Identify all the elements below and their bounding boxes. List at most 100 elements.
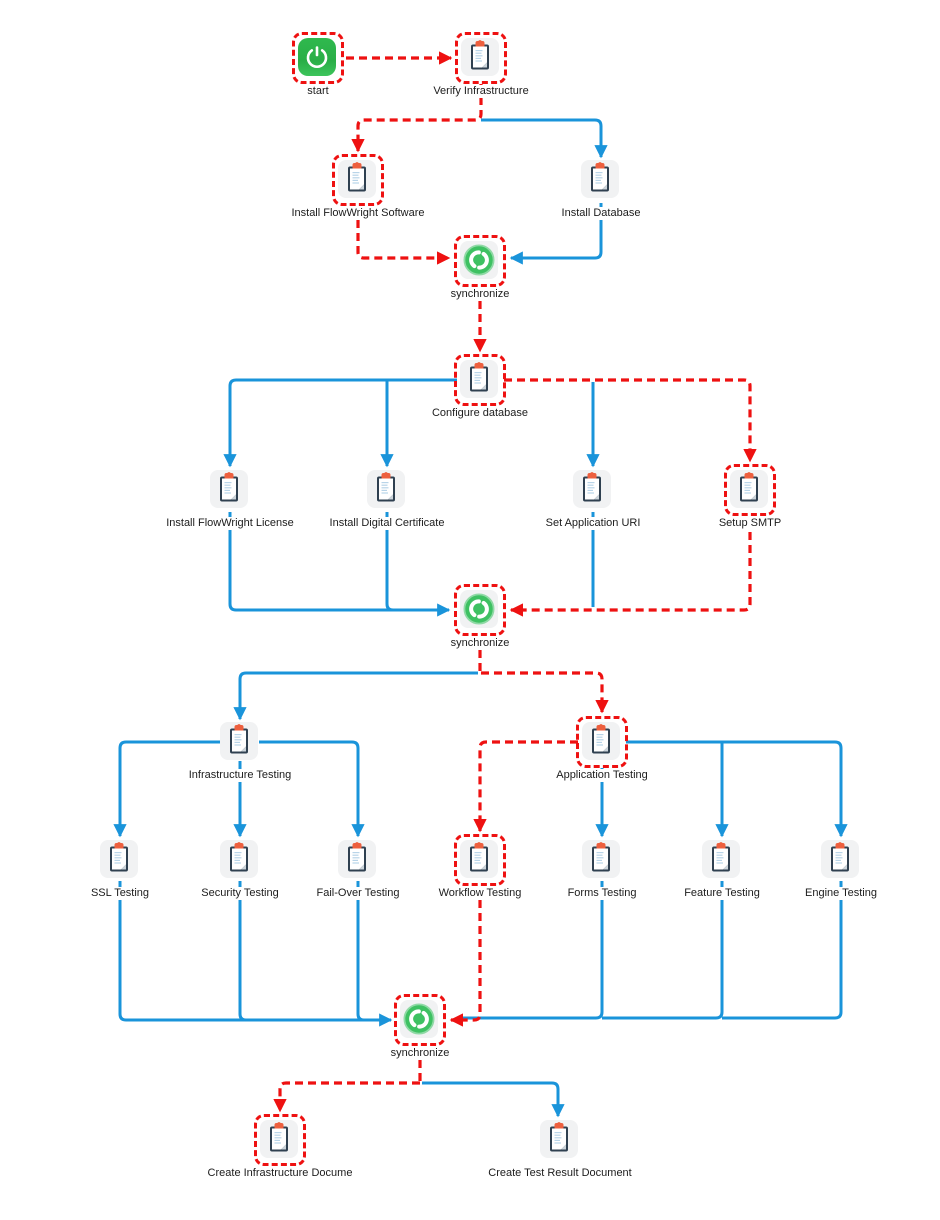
task-clipboard-icon — [712, 842, 730, 872]
node-label-synchronize-2: synchronize — [448, 637, 512, 650]
task-clipboard-icon — [591, 162, 609, 192]
task-clipboard-icon — [220, 472, 238, 502]
node-label-infrastructure-testing: Infrastructure Testing — [186, 769, 294, 782]
start-power-icon — [306, 46, 328, 68]
node-tile — [220, 722, 258, 760]
edge-ssl-testing-to-synchronize-3 — [118, 881, 393, 1027]
node-label-ssl-testing: SSL Testing — [88, 887, 152, 900]
node-feature-testing[interactable] — [696, 834, 748, 886]
node-tile — [100, 840, 138, 878]
task-clipboard-icon — [348, 162, 366, 192]
edge-security-testing-to-synchronize-3 — [238, 881, 295, 1022]
node-label-install-flowwright-license: Install FlowWright License — [164, 517, 296, 530]
edge-configure-database-to-install-flowwright-license — [223, 378, 457, 468]
node-label-engine-testing: Engine Testing — [803, 887, 879, 900]
edge-install-digital-certificate-to-synchronize-2 — [385, 512, 430, 612]
edge-forms-testing-to-synchronize-3 — [462, 881, 604, 1020]
node-security-testing[interactable] — [214, 834, 266, 886]
edge-application-testing-to-workflow-testing — [473, 740, 578, 833]
node-engine-testing[interactable] — [815, 834, 867, 886]
node-tile — [460, 360, 498, 398]
node-tile — [582, 840, 620, 878]
node-application-testing[interactable] — [576, 716, 628, 768]
node-tile — [460, 840, 498, 878]
edge-configure-database-to-setup-smtp — [504, 378, 757, 463]
node-label-workflow-testing: Workflow Testing — [436, 887, 524, 900]
node-install-flowwright-software[interactable] — [332, 154, 384, 206]
node-forms-testing[interactable] — [576, 834, 628, 886]
edge-infrastructure-testing-to-ssl-testing — [113, 740, 221, 838]
node-tile — [260, 1120, 298, 1158]
node-install-flowwright-license[interactable] — [204, 464, 256, 516]
edge-install-flowwright-license-to-synchronize-2 — [228, 512, 451, 617]
node-label-synchronize-1: synchronize — [448, 288, 512, 301]
edge-fail-over-testing-to-synchronize-3 — [356, 881, 391, 1022]
node-label-set-application-uri: Set Application URI — [543, 517, 643, 530]
node-tile — [460, 590, 498, 628]
node-label-install-flowwright-software: Install FlowWright Software — [289, 207, 427, 220]
edge-synchronize-3-to-create-infrastructure-docume — [273, 1081, 420, 1113]
node-label-synchronize-3: synchronize — [388, 1047, 452, 1060]
node-create-test-result-document[interactable] — [534, 1114, 586, 1166]
task-clipboard-icon — [471, 40, 489, 70]
node-fail-over-testing[interactable] — [332, 834, 384, 886]
edge-verify-infrastructure-to-install-database — [481, 118, 608, 159]
node-label-create-test-result-document: Create Test Result Document — [486, 1167, 634, 1180]
edge-synchronize-2-to-application-testing — [481, 671, 609, 714]
node-workflow-testing[interactable] — [454, 834, 506, 886]
synchronize-icon — [463, 244, 495, 276]
node-label-setup-smtp: Setup SMTP — [716, 517, 784, 530]
node-tile — [298, 38, 336, 76]
node-create-infrastructure-docume[interactable] — [254, 1114, 306, 1166]
edge-install-flowwright-software-to-synchronize-1 — [356, 207, 451, 265]
node-label-configure-database: Configure database — [429, 407, 531, 420]
node-setup-smtp[interactable] — [724, 464, 776, 516]
task-clipboard-icon — [470, 842, 488, 872]
node-tile — [367, 470, 405, 508]
task-clipboard-icon — [592, 724, 610, 754]
edge-engine-testing-to-synchronize-3 — [722, 881, 843, 1020]
node-configure-database[interactable] — [454, 354, 506, 406]
edge-synchronize-3-to-create-test-result-document — [422, 1081, 565, 1118]
synchronize-icon — [403, 1003, 435, 1035]
node-label-install-digital-certificate: Install Digital Certificate — [327, 517, 447, 530]
node-tile — [338, 840, 376, 878]
node-tile — [338, 160, 376, 198]
task-clipboard-icon — [348, 842, 366, 872]
node-label-feature-testing: Feature Testing — [682, 887, 762, 900]
edge-application-testing-to-engine-testing — [626, 740, 848, 838]
node-tile — [581, 160, 619, 198]
node-label-security-testing: Security Testing — [199, 887, 281, 900]
node-synchronize-2[interactable] — [454, 584, 506, 636]
node-label-install-database: Install Database — [559, 207, 643, 220]
task-clipboard-icon — [230, 842, 248, 872]
node-verify-infrastructure[interactable] — [455, 32, 507, 84]
node-install-digital-certificate[interactable] — [361, 464, 413, 516]
task-clipboard-icon — [377, 472, 395, 502]
edge-verify-infrastructure-to-install-flowwright-software — [351, 84, 483, 153]
node-tile — [702, 840, 740, 878]
node-tile — [730, 470, 768, 508]
node-set-application-uri[interactable] — [567, 464, 619, 516]
node-label-fail-over-testing: Fail-Over Testing — [314, 887, 402, 900]
synchronize-icon — [463, 593, 495, 625]
node-start[interactable] — [292, 32, 344, 84]
node-label-create-infrastructure-docume: Create Infrastructure Docume — [205, 1167, 355, 1180]
task-clipboard-icon — [110, 842, 128, 872]
task-clipboard-icon — [550, 1122, 568, 1152]
node-tile — [540, 1120, 578, 1158]
node-synchronize-3[interactable] — [394, 994, 446, 1046]
task-clipboard-icon — [740, 472, 758, 502]
node-tile — [210, 470, 248, 508]
node-tile — [821, 840, 859, 878]
node-synchronize-1[interactable] — [454, 235, 506, 287]
node-ssl-testing[interactable] — [94, 834, 146, 886]
edge-setup-smtp-to-synchronize-2 — [509, 519, 752, 617]
node-infrastructure-testing[interactable] — [214, 716, 266, 768]
node-label-application-testing: Application Testing — [554, 769, 650, 782]
edge-install-database-to-synchronize-1 — [509, 203, 603, 265]
node-install-database[interactable] — [575, 154, 627, 206]
node-tile — [582, 722, 620, 760]
